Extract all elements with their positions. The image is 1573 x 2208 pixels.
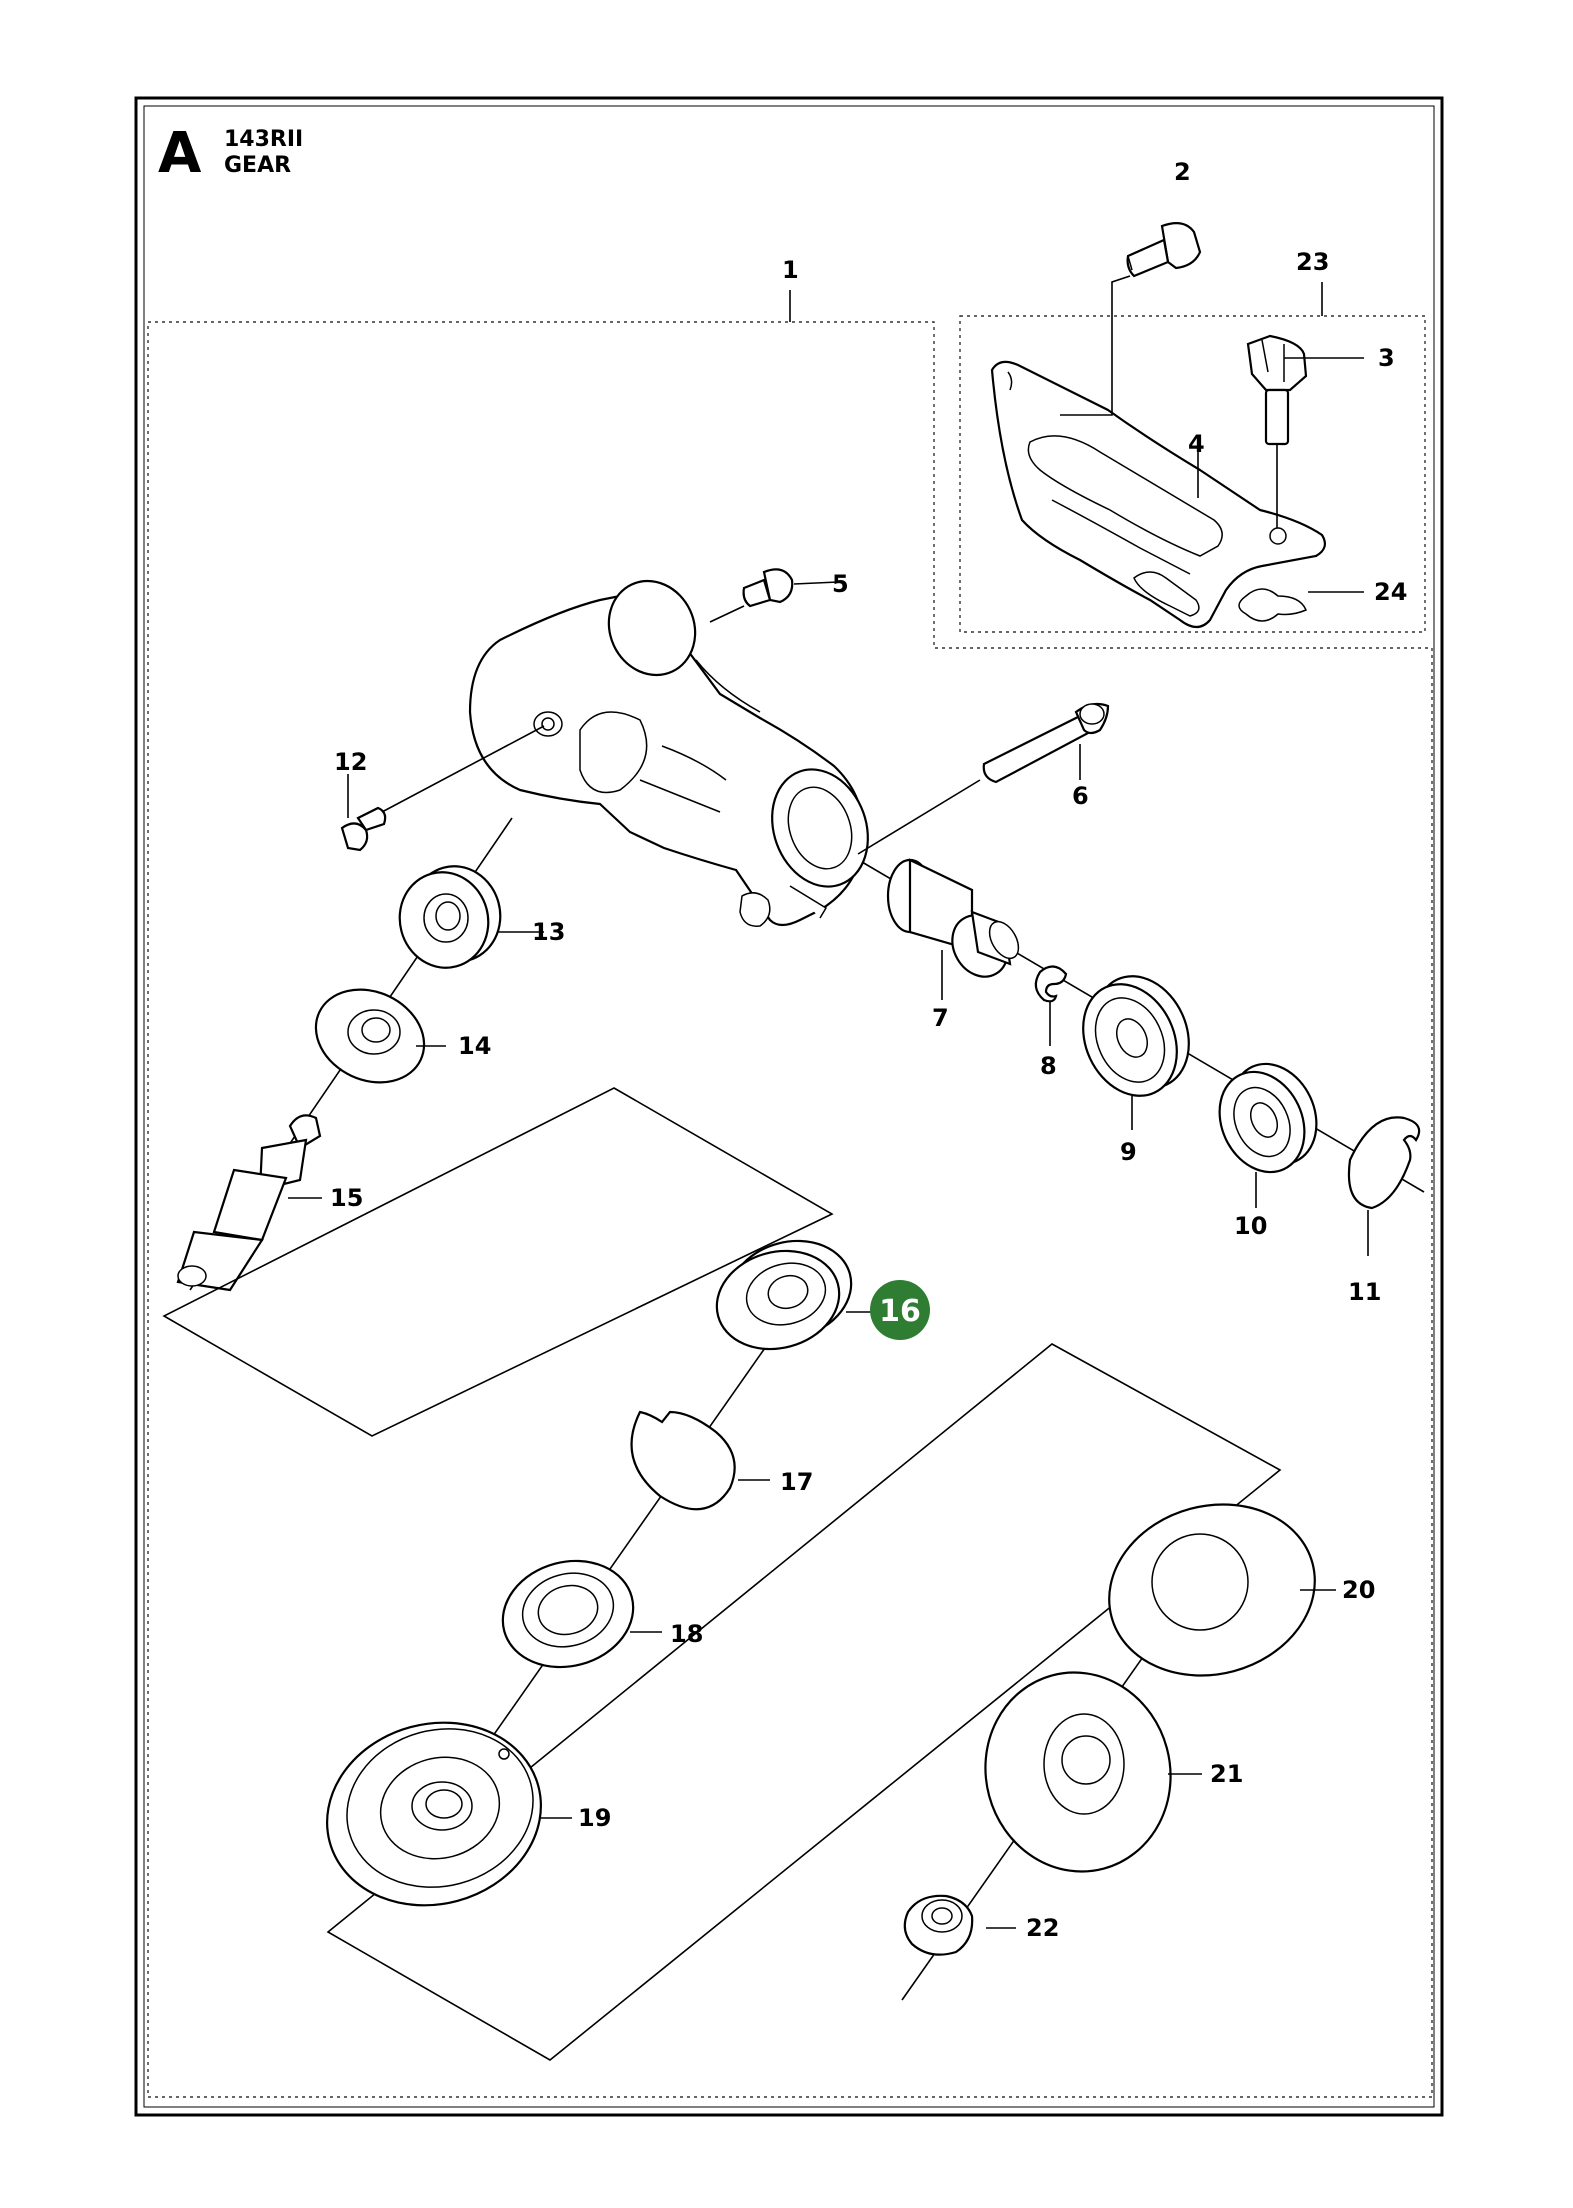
section-letter: A bbox=[158, 121, 202, 186]
callout-6[interactable]: 6 bbox=[1072, 782, 1089, 810]
callout-11[interactable]: 11 bbox=[1348, 1278, 1381, 1306]
gear-shaft-part-15 bbox=[176, 1114, 322, 1292]
callout-2[interactable]: 2 bbox=[1174, 158, 1191, 186]
callout-16-highlight[interactable]: 16 bbox=[870, 1280, 930, 1340]
callout-1[interactable]: 1 bbox=[782, 256, 799, 284]
screw-part-5 bbox=[742, 568, 794, 608]
callout-10[interactable]: 10 bbox=[1234, 1212, 1267, 1240]
callout-21[interactable]: 21 bbox=[1210, 1760, 1243, 1788]
clip-part-24 bbox=[1238, 588, 1307, 622]
pin-part-6 bbox=[982, 702, 1110, 784]
inner-frame bbox=[143, 105, 1435, 2108]
cup-part-19 bbox=[326, 1721, 542, 1907]
callout-15[interactable]: 15 bbox=[330, 1184, 363, 1212]
highlight-badge[interactable] bbox=[870, 1280, 930, 1340]
screw-part-3 bbox=[1246, 334, 1308, 528]
callout-12[interactable]: 12 bbox=[334, 748, 367, 776]
callout-3[interactable]: 3 bbox=[1378, 344, 1395, 372]
callout-20[interactable]: 20 bbox=[1342, 1576, 1375, 1604]
callout-18[interactable]: 18 bbox=[670, 1620, 703, 1648]
circlip-part-17 bbox=[630, 1410, 736, 1511]
callout-13[interactable]: 13 bbox=[532, 918, 565, 946]
outer-frame bbox=[134, 96, 1444, 2117]
bearing-part-9 bbox=[1082, 975, 1190, 1097]
washer-part-21 bbox=[984, 1671, 1172, 1873]
callout-7[interactable]: 7 bbox=[932, 1004, 949, 1032]
model-name: 143RII bbox=[224, 127, 303, 152]
shield-part bbox=[990, 360, 1327, 629]
callout-5[interactable]: 5 bbox=[832, 570, 849, 598]
screw-part-12 bbox=[340, 806, 387, 852]
group-19-bracket bbox=[326, 1343, 1282, 2061]
callout-4[interactable]: 4 bbox=[1188, 430, 1205, 458]
bearing-part-10 bbox=[1218, 1062, 1318, 1174]
callout-24[interactable]: 24 bbox=[1374, 578, 1407, 606]
callout-14[interactable]: 14 bbox=[458, 1032, 491, 1060]
bearing-part-13 bbox=[398, 865, 502, 969]
callout-16[interactable]: 16 bbox=[879, 1294, 921, 1329]
washer-part-14 bbox=[314, 988, 426, 1084]
circlip-part-11 bbox=[1347, 1116, 1421, 1210]
nut-part-22 bbox=[903, 1894, 974, 1956]
callout-22[interactable]: 22 bbox=[1026, 1914, 1059, 1942]
pinion-part-7 bbox=[886, 858, 1020, 978]
assembly-group-23-outline bbox=[959, 315, 1426, 633]
callout-9[interactable]: 9 bbox=[1120, 1138, 1137, 1166]
callout-8[interactable]: 8 bbox=[1040, 1052, 1057, 1080]
callout-19[interactable]: 19 bbox=[578, 1804, 611, 1832]
group-16-bracket bbox=[162, 1087, 834, 1437]
assembly-name: GEAR bbox=[224, 153, 291, 178]
circlip-part-8 bbox=[1034, 965, 1068, 1003]
seal-part-18 bbox=[501, 1559, 635, 1669]
bearing-part-16 bbox=[715, 1239, 853, 1351]
disc-part-20 bbox=[1108, 1503, 1316, 1677]
screw-part-2 bbox=[1126, 221, 1202, 278]
assembly-group-1-outline bbox=[147, 321, 1433, 2098]
callout-17[interactable]: 17 bbox=[780, 1468, 813, 1496]
callout-23[interactable]: 23 bbox=[1296, 248, 1329, 276]
gear-housing-part bbox=[468, 579, 869, 927]
